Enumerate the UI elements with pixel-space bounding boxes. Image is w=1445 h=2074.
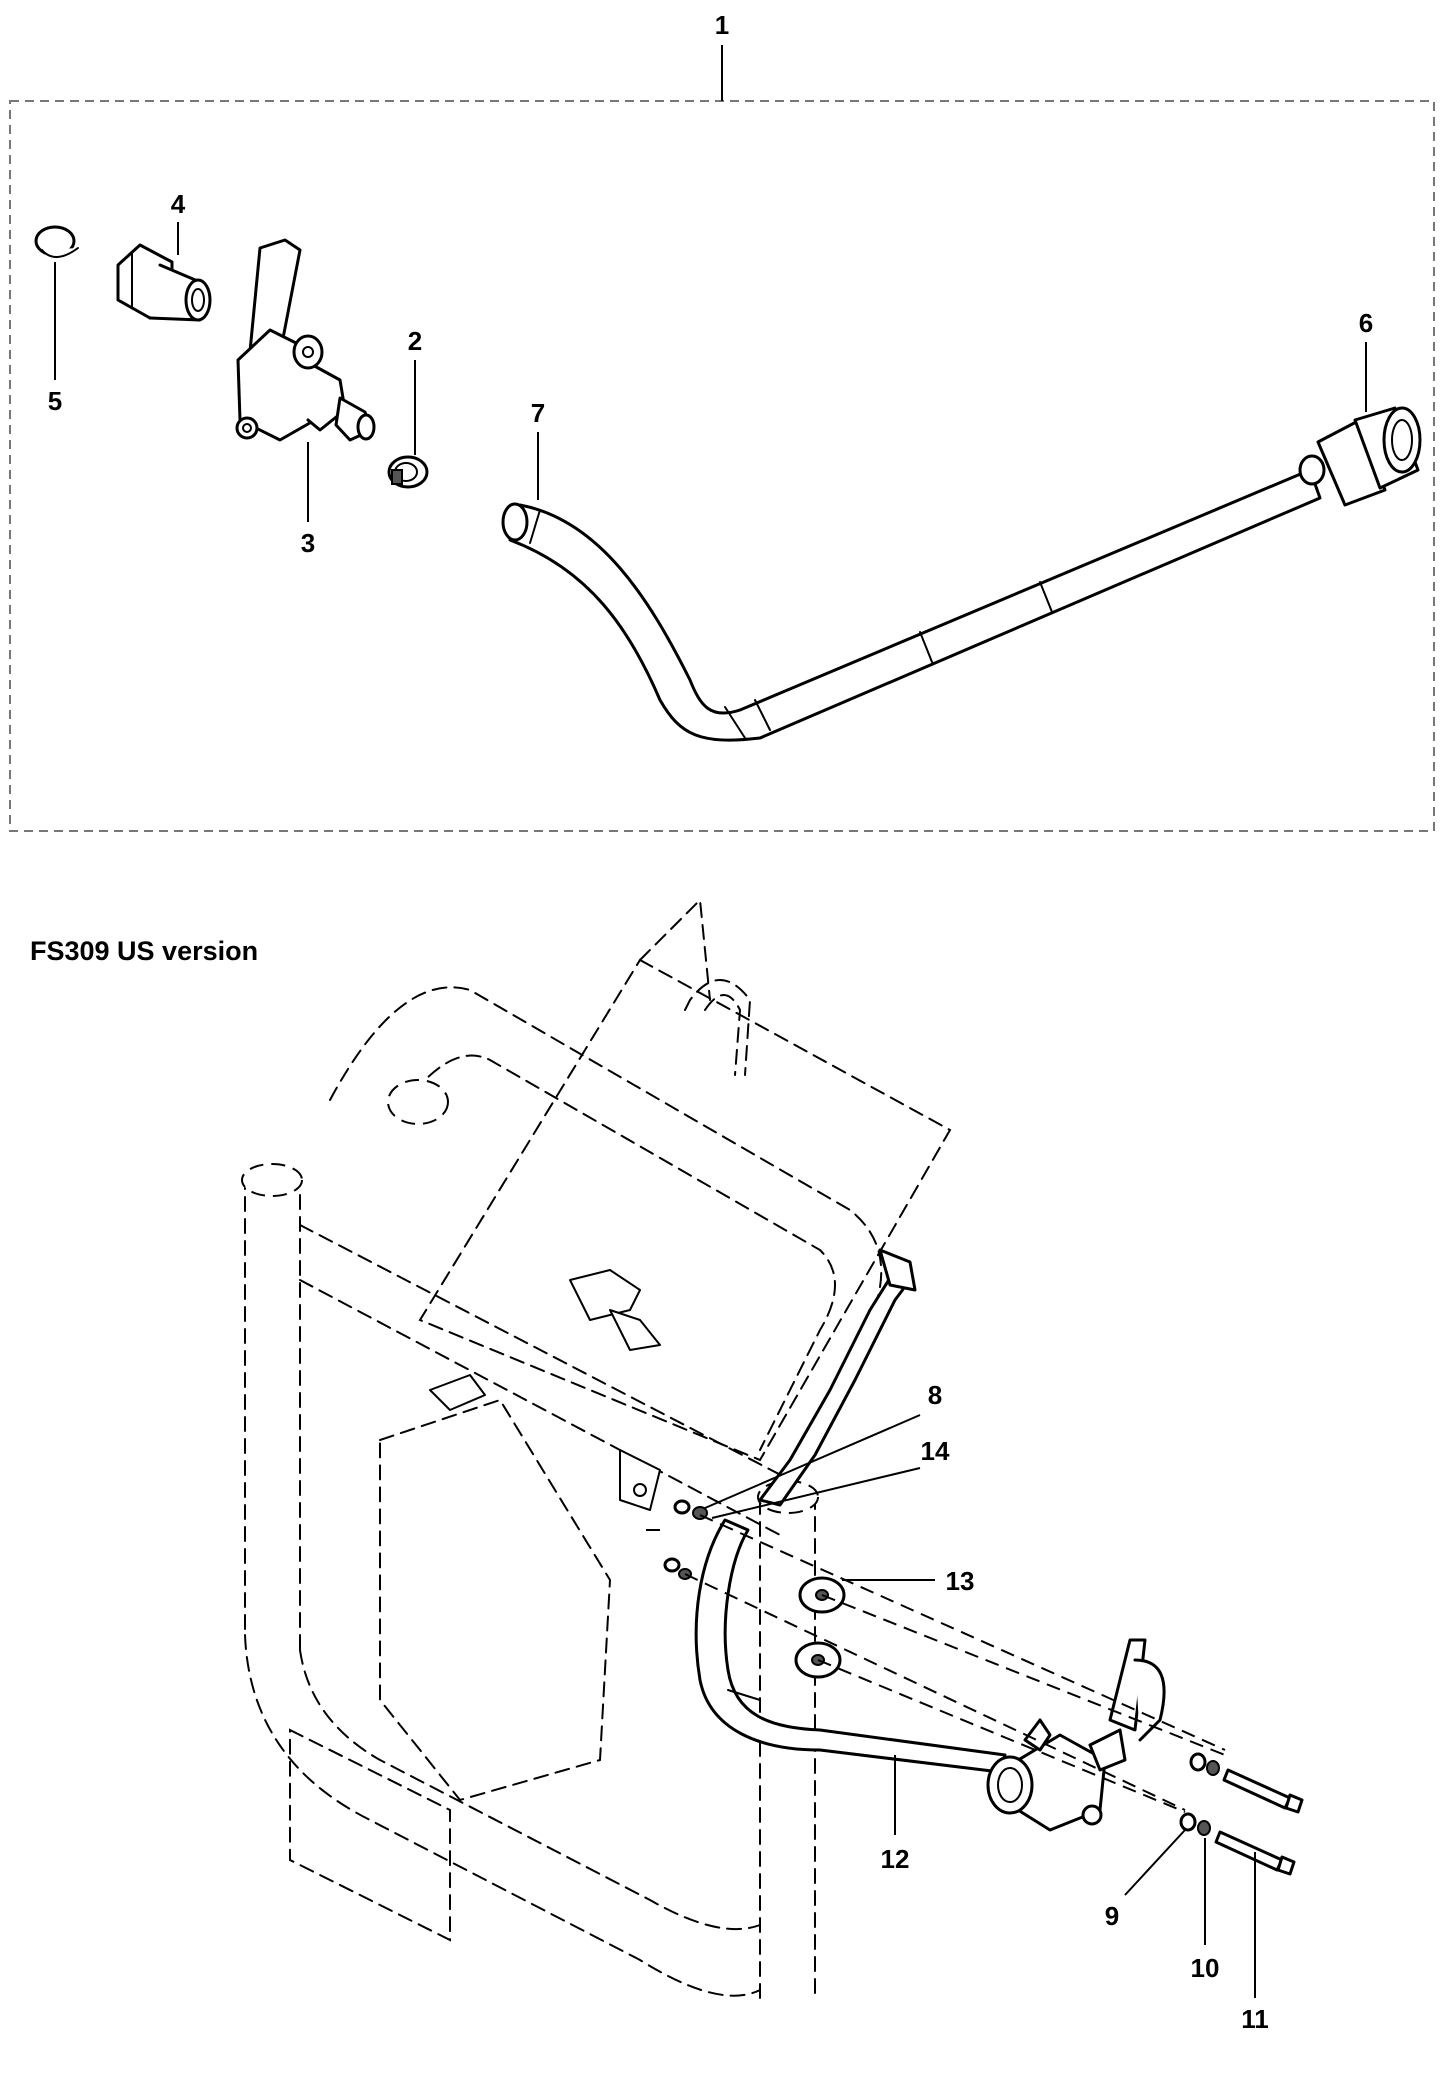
part-3-ball-valve[interactable] [235,238,376,442]
leader-14 [711,1467,921,1519]
kit-assembly: 1 5 4 3 [9,10,1435,832]
callout-3: 3 [301,528,315,558]
handle-loop-inner [704,994,742,1076]
leader-8 [704,1414,921,1509]
front-frame-cross [299,1224,801,1536]
callout-8: 8 [928,1380,942,1410]
part-6-hose-coupling[interactable] [1298,406,1422,507]
callout-9: 9 [1105,1901,1119,1931]
part-2-hose-clamp[interactable] [387,455,429,489]
callout-2: 2 [408,326,422,356]
part-10-washer-upper[interactable] [1206,1760,1220,1776]
front-frame-left-post [244,1174,301,1651]
rear-frame-cap [387,1079,449,1125]
callout-7: 7 [531,398,545,428]
leader-9 [1124,1829,1186,1896]
installed-ball-valve [986,1638,1166,1832]
callout-14: 14 [921,1436,950,1466]
tank-outline [418,958,952,1462]
part-11-bolt-upper[interactable] [1222,1768,1304,1814]
upper-hose-coupling [878,1248,917,1292]
callout-10: 10 [1191,1953,1220,1983]
callout-1: 1 [715,10,729,40]
part-14-washer-lower[interactable] [663,1557,692,1580]
handle-loop [684,979,752,1076]
part-9-washer[interactable] [1179,1812,1197,1832]
callout-4: 4 [171,189,186,219]
tank-fittings [429,1269,661,1411]
callout-11: 11 [1241,2004,1269,2034]
part-12-hose[interactable] [694,1518,1007,1774]
front-frame-bottom [244,1634,761,1997]
part-10-washer[interactable] [1197,1820,1211,1836]
callout-5: 5 [48,386,62,416]
callout-13: 13 [946,1566,975,1596]
mounting-bracket [619,1449,661,1511]
rear-frame [329,986,883,1501]
callout-6: 6 [1359,308,1373,338]
base-plate [289,1728,451,1942]
part-11-bolt[interactable] [1214,1830,1296,1876]
front-frame-left-cap [241,1163,303,1197]
part-4-coupling[interactable] [116,243,212,322]
tank-panel [379,1398,612,1802]
section-title: FS309 US version [30,936,259,966]
frame-assembly [241,897,952,2001]
assembly-lines [640,1514,1226,1813]
tank-top [639,897,711,1001]
callout-12: 12 [881,1844,910,1874]
part-7-hose[interactable] [501,468,1322,742]
upper-hose [758,1268,912,1507]
part-9-washer-upper[interactable] [1189,1752,1207,1772]
part-5-cap[interactable] [34,225,79,258]
part-14-washer[interactable] [673,1499,691,1515]
